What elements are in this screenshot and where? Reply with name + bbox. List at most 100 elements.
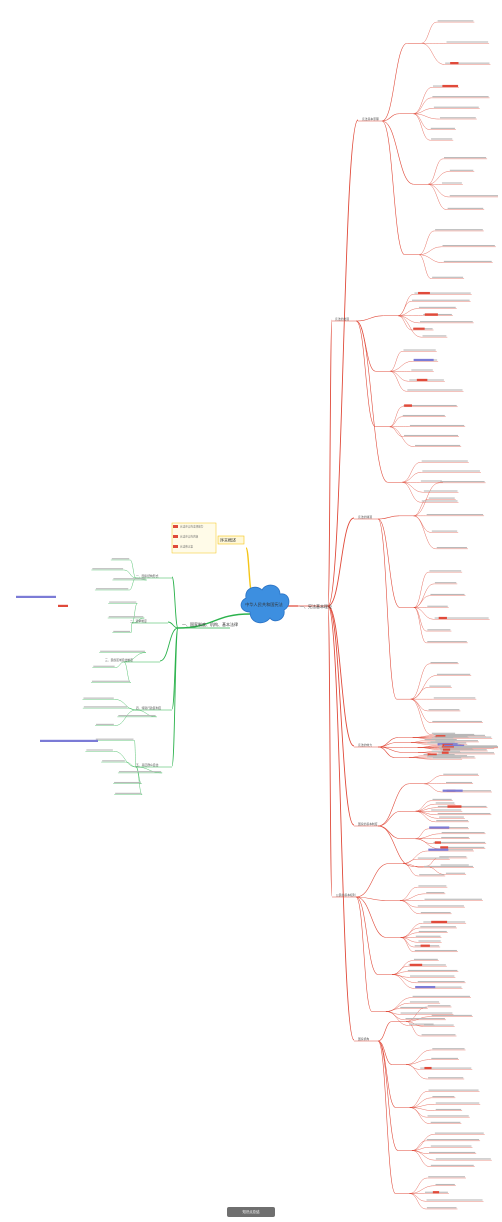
leaf-text <box>433 733 475 735</box>
leaf-text <box>426 514 484 516</box>
leaf-text <box>427 629 451 631</box>
leaf-text <box>426 1199 483 1201</box>
sub-connector <box>377 1021 393 1042</box>
branch-right[interactable]: 一、宪法基本理论 <box>300 603 332 609</box>
leaf-connector <box>413 97 432 114</box>
leaf-text <box>430 662 458 664</box>
leaf-connector <box>385 1008 400 1012</box>
sub-connector <box>377 518 401 608</box>
leaf-connector <box>131 603 138 624</box>
leaf-connector <box>400 937 414 952</box>
leaf-connector <box>115 661 125 668</box>
leaf-text <box>442 746 498 748</box>
leaf-text <box>430 1164 474 1166</box>
leaf-text <box>430 127 455 129</box>
leaf-text <box>433 697 476 699</box>
leaf-text <box>414 292 471 294</box>
sub-connector <box>377 1040 396 1194</box>
leaf-text <box>431 732 456 734</box>
left-section-connector <box>171 627 179 710</box>
leaf-text <box>431 1014 472 1016</box>
leaf-connector <box>392 974 415 989</box>
leaf-connector <box>399 893 426 901</box>
highlight-bar <box>416 378 428 382</box>
sub-connector <box>377 825 401 840</box>
highlight-bar <box>413 358 434 362</box>
leaf-connector <box>427 184 449 198</box>
leaf-connector <box>399 900 420 915</box>
highlight-bar <box>404 404 412 407</box>
leaf-connector <box>413 113 431 141</box>
left-section-3[interactable]: 三、民族区域自治制度 <box>105 658 133 662</box>
leaf-connector <box>406 1059 431 1065</box>
left-section-5[interactable]: 五、基层群众自治 <box>136 763 159 767</box>
branch-left[interactable]: 一、国家制度、机构、基本法律 <box>182 621 238 627</box>
highlight-bar <box>442 789 463 792</box>
leaf-connector <box>134 740 137 768</box>
leaf-text <box>86 749 113 751</box>
leaf-text <box>415 444 461 447</box>
right-section-5[interactable]: 国家的基本制度 <box>358 822 378 826</box>
right-section-1[interactable]: 宪法基本原理 <box>362 117 379 121</box>
leaf-connector <box>414 828 429 839</box>
top-note-3: 宪法修正案 <box>180 545 193 549</box>
left-section-2[interactable]: 二、选举制度 <box>130 619 147 623</box>
sub-connector <box>355 896 386 901</box>
leaf-connector <box>125 761 137 768</box>
footer-watermark: 知识点总结 <box>227 1207 275 1217</box>
highlight-bar <box>40 739 98 742</box>
leaf-connector <box>409 1107 430 1124</box>
branch-top[interactable]: 序言概述 <box>217 535 245 545</box>
leaf-text <box>434 582 457 584</box>
leaf-text <box>420 1067 472 1069</box>
right-section-7[interactable]: 国家机构 <box>358 1037 369 1041</box>
highlight-bar <box>420 944 430 947</box>
leaf-text <box>440 481 485 483</box>
left-section-4[interactable]: 四、特别行政区制度 <box>136 706 161 710</box>
leaf-connector <box>114 709 137 726</box>
leaf-connector <box>409 1185 435 1194</box>
leaf-connector <box>408 757 432 760</box>
leaf-text <box>431 809 462 811</box>
leaf-connector <box>397 315 413 331</box>
root-node[interactable]: 中华人民共和国宪法 <box>240 584 290 624</box>
leaf-text <box>96 723 114 725</box>
leaf-text <box>441 832 485 834</box>
sub-connector <box>355 863 390 898</box>
right-section-4[interactable]: 宪法的效力 <box>358 743 372 747</box>
sub-connector <box>381 120 406 256</box>
leaf-text <box>435 229 483 231</box>
leaf-text <box>100 650 145 652</box>
left-section-1[interactable]: 一、国家结构形式 <box>136 574 159 578</box>
leaf-text <box>423 1024 454 1026</box>
right-section-3[interactable]: 宪法的渊源 <box>358 515 372 519</box>
right-section-connector <box>327 605 355 826</box>
leaf-connector <box>389 371 409 382</box>
leaf-text <box>435 1158 491 1160</box>
leaf-text <box>403 349 436 351</box>
leaf-text <box>432 798 452 800</box>
leaf-connector <box>413 515 431 533</box>
highlight-bar <box>58 604 68 607</box>
sub-connector <box>381 120 414 185</box>
right-section-2[interactable]: 宪法的发展 <box>335 317 349 321</box>
leaf-connector <box>389 351 403 372</box>
leaf-connector <box>423 775 443 784</box>
leaf-connector <box>406 1021 421 1037</box>
sub-connector <box>377 746 404 753</box>
leaf-connector <box>413 607 427 644</box>
leaf-connector <box>128 707 137 711</box>
leaf-text <box>429 570 462 572</box>
leaf-text <box>419 874 445 876</box>
leaf-text <box>431 1057 458 1059</box>
leaf-text <box>113 630 131 632</box>
leaf-text <box>91 680 130 682</box>
leaf-connector <box>385 1011 409 1026</box>
mindmap-leaves <box>16 20 498 1210</box>
leaf-connector <box>415 811 436 823</box>
left-section-connector <box>171 627 179 767</box>
leaf-text <box>95 588 129 590</box>
right-section-6[interactable]: 公民的基本权利 <box>336 893 356 897</box>
highlight-bar <box>418 291 430 295</box>
leaf-text <box>440 846 485 848</box>
